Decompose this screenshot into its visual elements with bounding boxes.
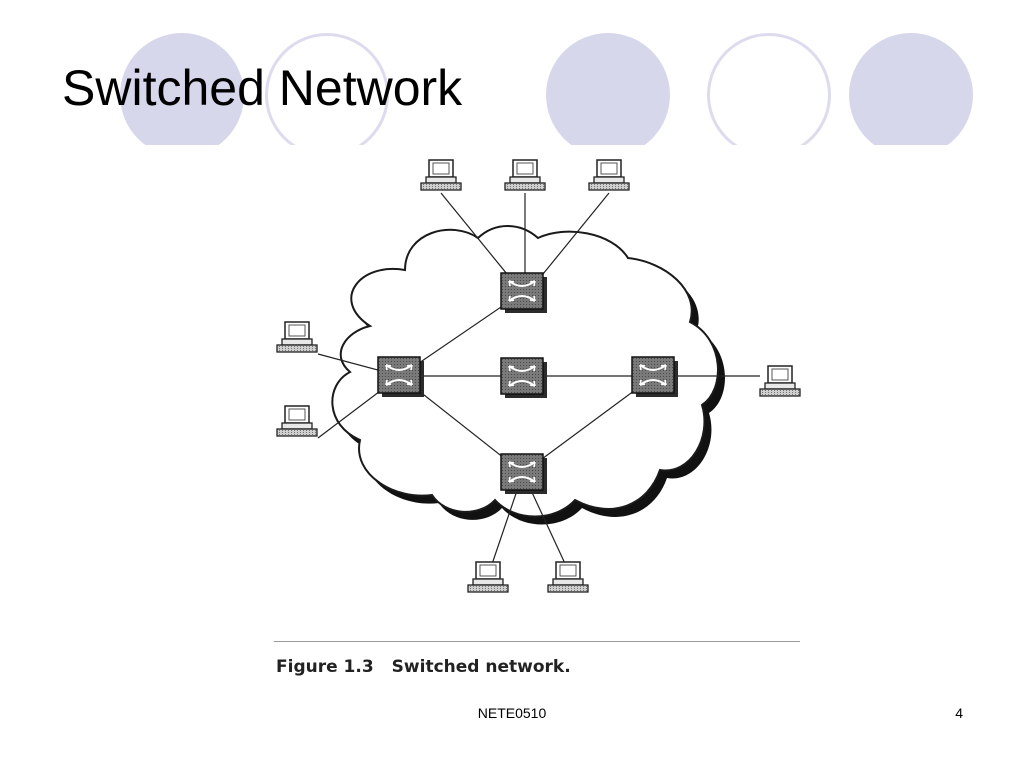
computer-right xyxy=(759,365,801,397)
computer-top-center xyxy=(504,159,546,191)
switch-center xyxy=(500,357,548,399)
decor-circle-3 xyxy=(849,33,973,157)
computer-left-upper xyxy=(276,321,318,353)
footer-course-code: NETE0510 xyxy=(477,705,547,721)
figure-caption-text: Switched network. xyxy=(391,657,571,677)
switch-top xyxy=(500,272,548,314)
figure-caption-rule xyxy=(274,641,800,642)
slide-page-number: 4 xyxy=(955,705,963,721)
slide-title: Switched Network xyxy=(62,60,463,116)
switch-left xyxy=(377,356,425,398)
switch-bottom xyxy=(500,453,548,495)
figure-caption: Figure 1.3 Switched network. xyxy=(276,657,571,677)
decor-circle-2 xyxy=(546,33,670,157)
computer-top-left xyxy=(420,159,462,191)
computer-left-lower xyxy=(276,405,318,437)
decor-circle-1 xyxy=(120,33,244,157)
figure-label: Figure 1.3 xyxy=(276,657,374,677)
computer-bottom-left xyxy=(467,561,509,593)
computer-top-right xyxy=(588,159,630,191)
computer-bottom-right xyxy=(547,561,589,593)
switch-right xyxy=(631,356,679,398)
